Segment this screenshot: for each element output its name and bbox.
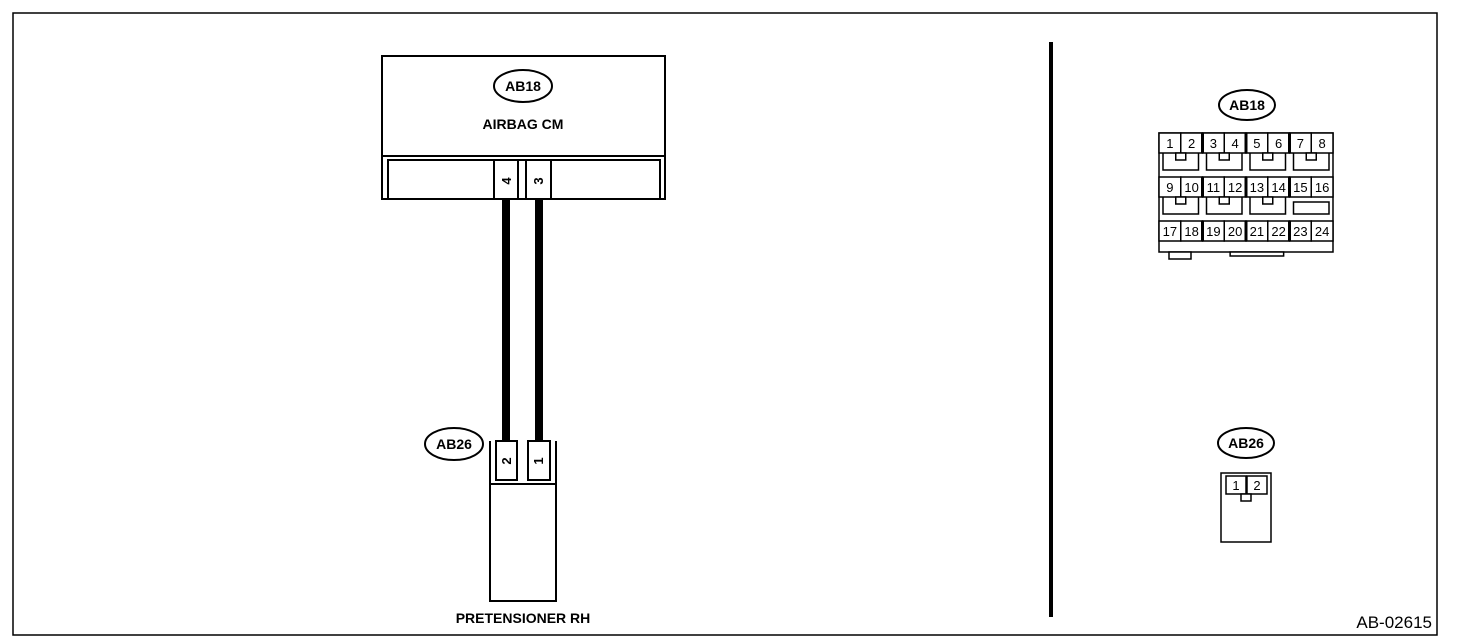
ab18-view-latch <box>1175 152 1187 161</box>
ab18-view-pin-label: 10 <box>1184 180 1198 195</box>
pretensioner-pin-1: 1 <box>531 457 546 464</box>
ab18-view-pin-cell <box>1310 176 1334 198</box>
pretensioner-body <box>489 483 557 602</box>
ab18-view-latch <box>1218 152 1230 161</box>
ab26-view-tag-text: AB26 <box>1228 435 1264 451</box>
ab18-view-pin-label: 19 <box>1206 224 1220 239</box>
diagram-frame <box>12 12 1438 636</box>
ab18-view-pin-label: 12 <box>1228 180 1242 195</box>
ab26-view-pin-cell-2 <box>1246 475 1268 495</box>
ab18-view-pin-label: 9 <box>1166 180 1173 195</box>
ab18-view-latch <box>1262 196 1274 205</box>
ab18-view-slot <box>1249 197 1287 215</box>
airbag-cm-name: AIRBAG CM <box>483 116 564 132</box>
ab18-view-tag-text: AB18 <box>1229 97 1265 113</box>
ab18-view-pin-label: 2 <box>1188 136 1195 151</box>
pretensioner-pin-cell-1 <box>527 440 551 481</box>
ab18-view-pin-label: 11 <box>1207 180 1221 195</box>
ab18-view-pin-label: 24 <box>1315 224 1329 239</box>
ab18-view-pin-label: 15 <box>1293 180 1307 195</box>
ab26-view-tag <box>1217 427 1275 459</box>
pretensioner-pin-cell-2 <box>495 440 518 481</box>
ab18-view-foot <box>1168 251 1192 260</box>
ab18-view-pin-label: 14 <box>1271 180 1285 195</box>
pretensioner-pin-2: 2 <box>499 457 514 464</box>
airbag-cm-pin-3: 3 <box>531 177 546 184</box>
pretensioner-name: PRETENSIONER RH <box>456 610 591 626</box>
ab26-connector-view: AB26 1 2 <box>1217 427 1275 543</box>
ab18-view-slot <box>1205 153 1243 171</box>
ab18-view-slot <box>1162 153 1200 171</box>
ab18-view-pin-label: 22 <box>1271 224 1285 239</box>
airbag-cm-pin-4: 4 <box>499 177 514 185</box>
airbag-cm-connector-tag <box>493 69 553 103</box>
figure-code: AB-02615 <box>1356 613 1432 632</box>
ab18-view-slot <box>1292 201 1330 215</box>
ab18-view-pin-label: 16 <box>1315 180 1329 195</box>
pretensioner-rh: 2 1 AB26 PRETENSIONER RH <box>424 427 591 626</box>
ab18-view-foot <box>1229 251 1285 257</box>
airbag-cm-pin-cell-4 <box>493 159 519 200</box>
ab18-view-tag <box>1218 89 1276 121</box>
airbag-control-module: 4 3 AB18 AIRBAG CM <box>381 55 666 200</box>
airbag-cm-connector-block <box>387 159 661 200</box>
ab18-view-pin-label: 5 <box>1253 136 1260 151</box>
ab18-view-slot <box>1249 153 1287 171</box>
ab18-view-pin-label: 4 <box>1232 136 1239 151</box>
ab18-view-pin-label: 6 <box>1275 136 1282 151</box>
ab18-view-latch <box>1218 196 1230 205</box>
ab18-view-pin-cell <box>1310 132 1334 154</box>
ab18-view-pin-label: 21 <box>1250 224 1264 239</box>
airbag-cm-pin-cell-3 <box>525 159 552 200</box>
ab18-view-slot <box>1162 197 1200 215</box>
ab18-view-slot <box>1292 153 1330 171</box>
ab18-view-pin-label: 3 <box>1210 136 1217 151</box>
ab18-view-pin-label: 13 <box>1250 180 1264 195</box>
ab18-view-pin-label: 23 <box>1293 224 1307 239</box>
ab18-view-pin-label: 17 <box>1163 224 1177 239</box>
ab26-view-pin-2: 2 <box>1253 478 1260 493</box>
ab18-view-pin-label: 18 <box>1184 224 1198 239</box>
ab18-view-latch <box>1305 152 1317 161</box>
airbag-cm-connector-tag-text: AB18 <box>505 78 541 94</box>
ab18-view-pin-label: 7 <box>1297 136 1304 151</box>
ab18-view-pin-cell <box>1310 220 1334 242</box>
pretensioner-connector-tag <box>424 427 484 461</box>
ab18-view-pin-label: 8 <box>1319 136 1326 151</box>
ab18-view-pin-label: 20 <box>1228 224 1242 239</box>
ab18-view-pin-label: 1 <box>1166 136 1173 151</box>
ab26-view-latch <box>1240 493 1252 502</box>
ab26-view-pin-1: 1 <box>1232 478 1239 493</box>
ab18-view-latch <box>1262 152 1274 161</box>
ab26-view-pin-cell-1 <box>1225 475 1247 495</box>
pretensioner-connector-tag-text: AB26 <box>436 436 472 452</box>
ab18-view-latch <box>1175 196 1187 205</box>
ab18-view-slot <box>1205 197 1243 215</box>
